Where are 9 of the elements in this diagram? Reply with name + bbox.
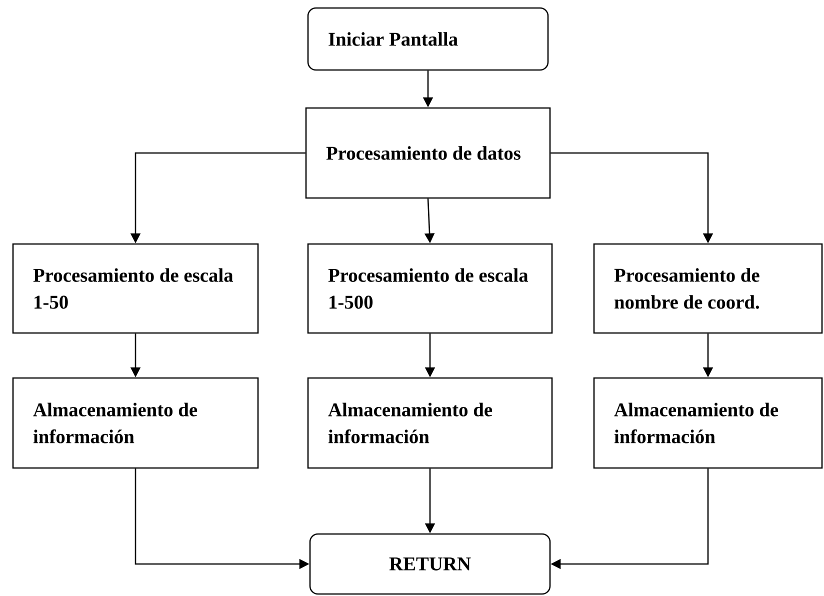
process-box: Almacenamiento de información <box>12 377 259 469</box>
start-box: Iniciar Pantalla <box>307 7 549 71</box>
process-box: Almacenamiento de información <box>307 377 553 469</box>
process-box: Almacenamiento de información <box>593 377 823 469</box>
end-box: RETURN <box>309 533 551 595</box>
process-box: Procesamiento de escala 1-50 <box>12 243 259 334</box>
process-box: Procesamiento de datos <box>305 107 551 199</box>
process-box: Procesamiento de escala 1-500 <box>307 243 553 334</box>
process-box: Procesamiento de nombre de coord. <box>593 243 823 334</box>
